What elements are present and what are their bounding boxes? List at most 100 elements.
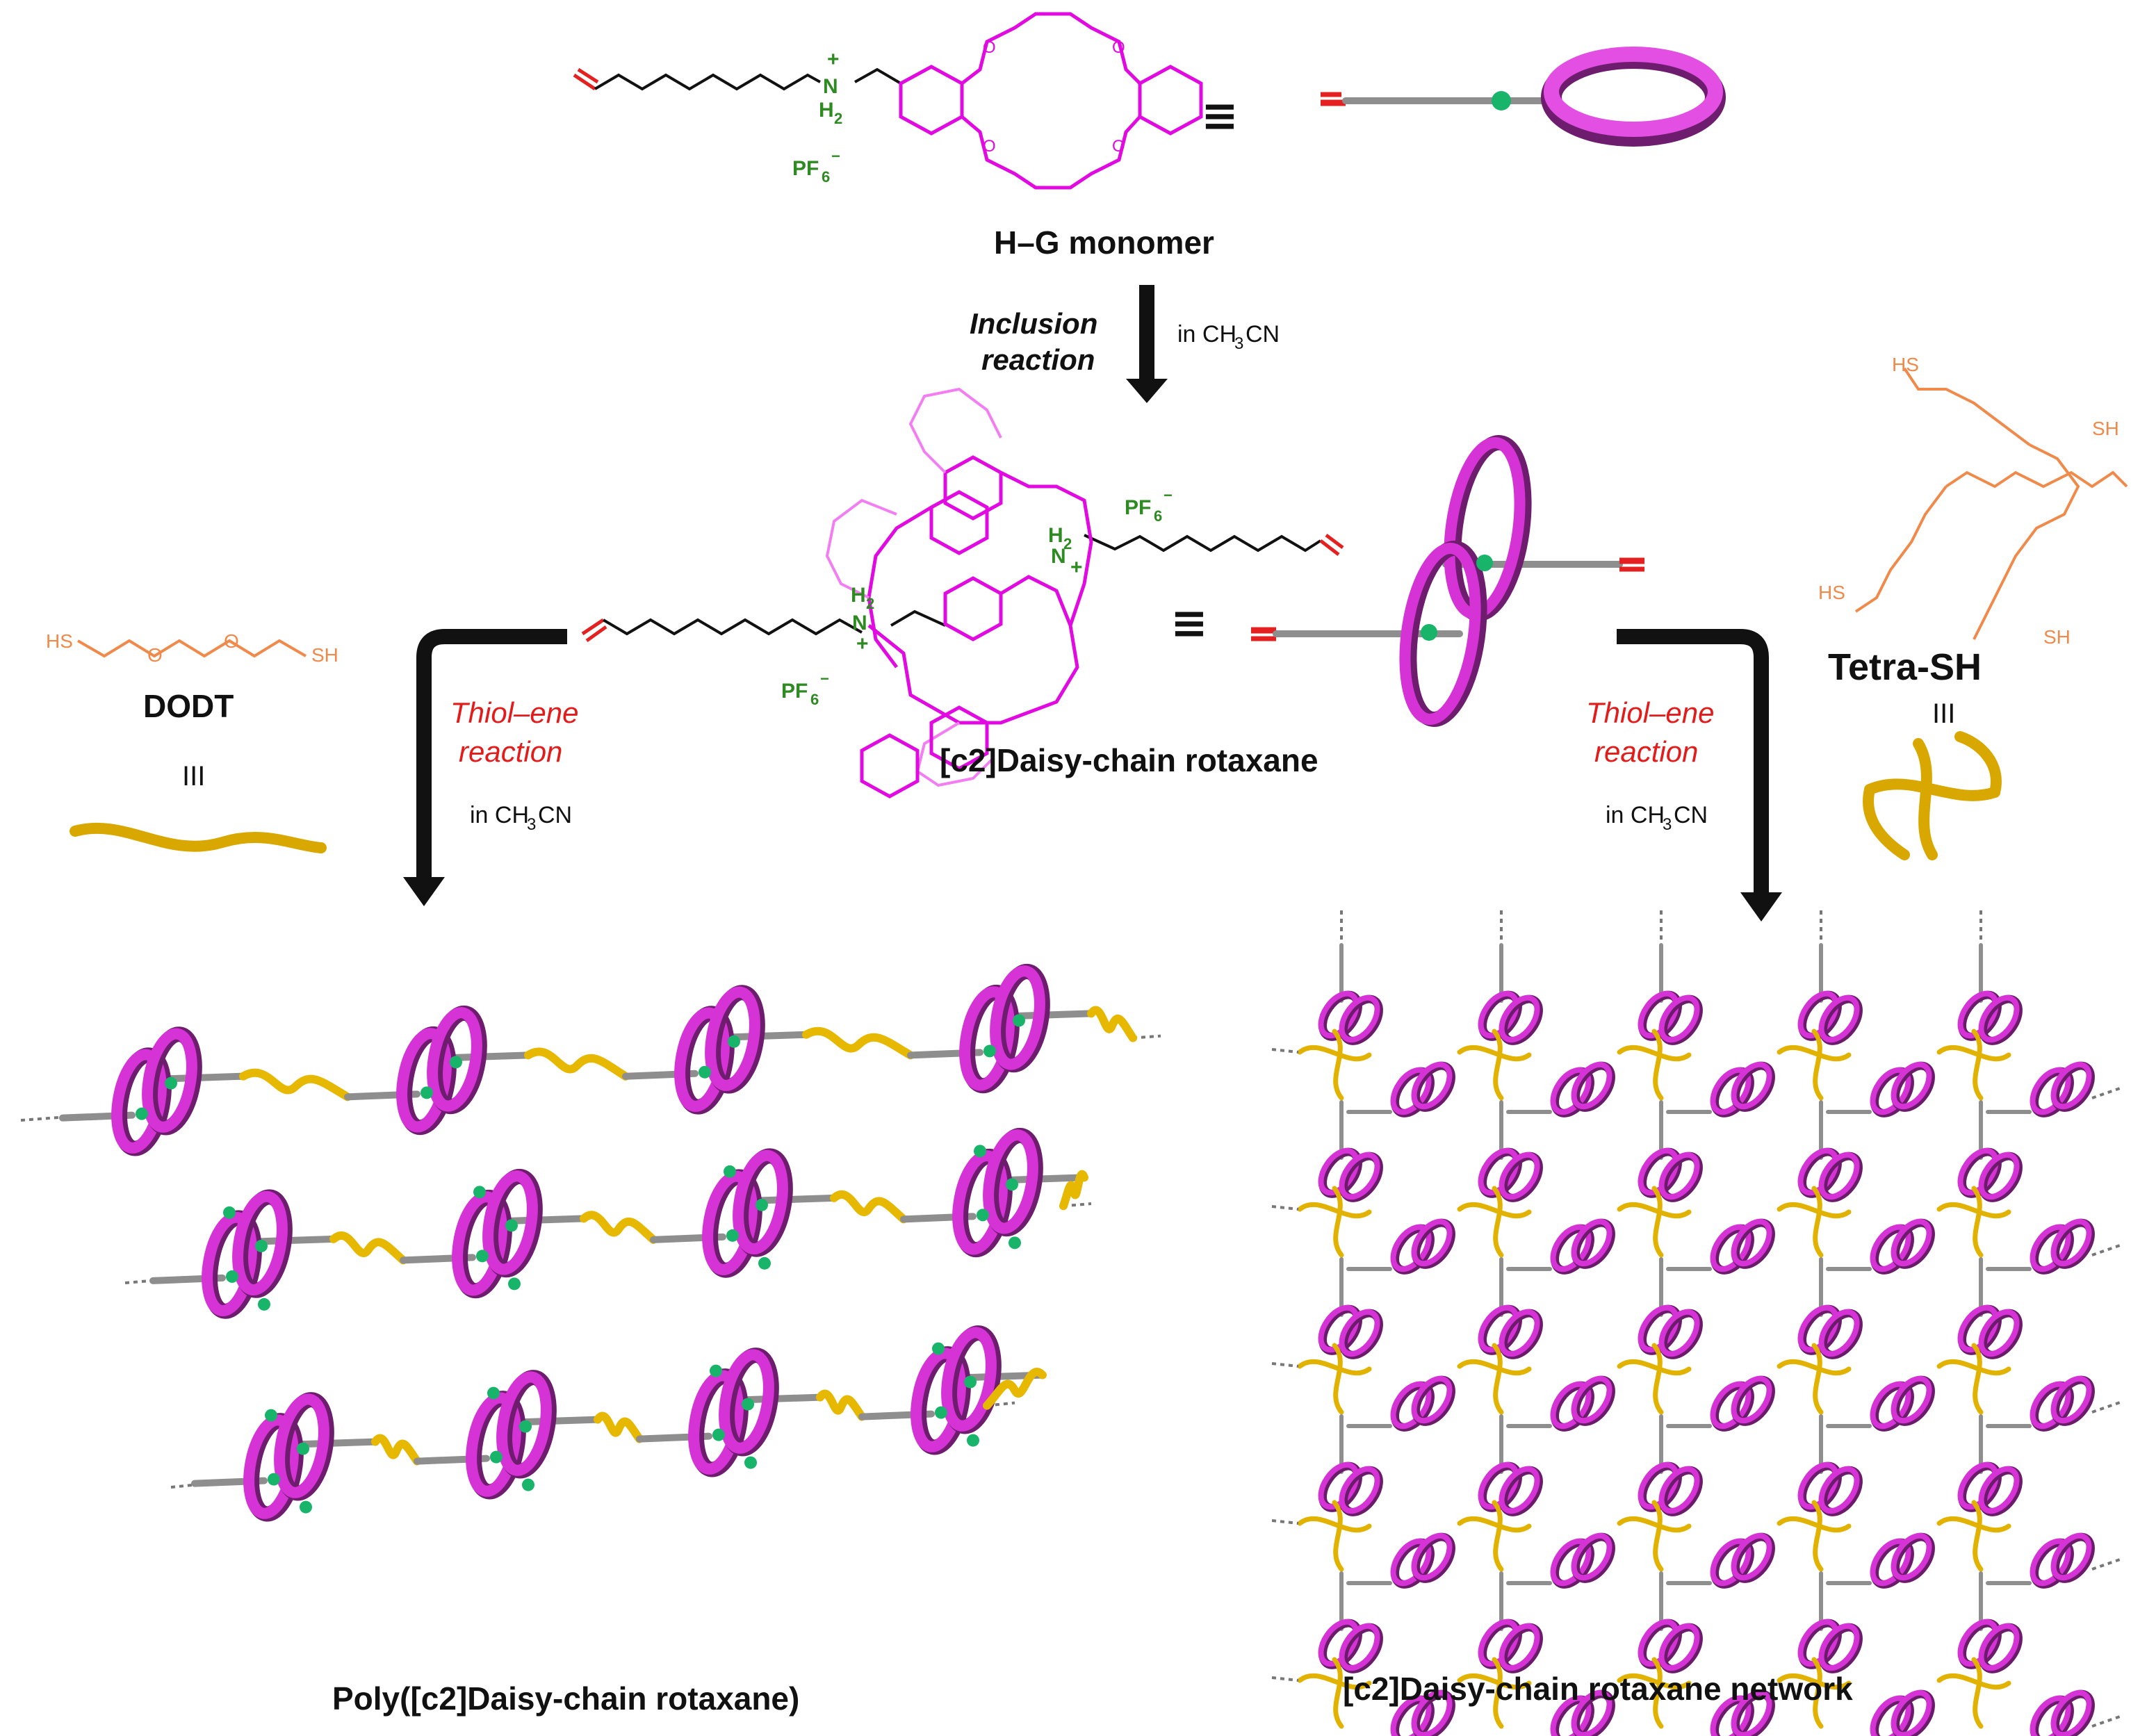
crown-ether bbox=[899, 12, 1203, 190]
tetra-cross-icon bbox=[1936, 1359, 2011, 1376]
daisy-cartoon bbox=[1251, 435, 1644, 727]
svg-text:6: 6 bbox=[1154, 507, 1162, 525]
tetra-cross-icon bbox=[1297, 1516, 1372, 1533]
ammonium-charge: + bbox=[827, 48, 840, 71]
tetra-cross-icon bbox=[1777, 1359, 1852, 1376]
svg-text:+: + bbox=[856, 632, 869, 655]
tetra-equivalence: III bbox=[1932, 698, 1955, 729]
linker-curve-icon bbox=[983, 1368, 1047, 1410]
tetra-cross-icon bbox=[1457, 1202, 1532, 1219]
linker-curve-icon bbox=[802, 1026, 915, 1060]
svg-text:H: H bbox=[1048, 524, 1063, 547]
svg-text:2: 2 bbox=[866, 595, 874, 612]
right-reaction-arrow bbox=[1617, 629, 1782, 922]
svg-text:in CH: in CH bbox=[1177, 321, 1236, 347]
tetra-cross-icon bbox=[1617, 1202, 1692, 1219]
svg-text:HS: HS bbox=[1818, 582, 1845, 603]
linker-curve-icon bbox=[70, 822, 327, 853]
linker-curve-icon bbox=[239, 1068, 352, 1102]
station-ball-icon bbox=[421, 1086, 433, 1099]
station-ball-icon bbox=[476, 1250, 489, 1263]
counterion-pf: PF bbox=[792, 157, 819, 180]
daisy-equivalence: ≡ bbox=[1170, 598, 1208, 649]
tetra-cross-icon bbox=[1457, 1359, 1532, 1376]
tetra-sh-structure: HS SH HS SH bbox=[1818, 354, 2128, 648]
svg-text:−: − bbox=[820, 670, 829, 687]
monomer-cartoon bbox=[1321, 47, 1726, 147]
svg-text:SH: SH bbox=[2043, 626, 2071, 648]
monomer-label: H–G monomer bbox=[994, 224, 1214, 261]
reaction-arrow-icon bbox=[1126, 285, 1168, 403]
tetra-cross-icon bbox=[1457, 1045, 1532, 1062]
tetra-cross-icon bbox=[1617, 1359, 1692, 1376]
tetra-cross-icon bbox=[1936, 1045, 2011, 1062]
linker-curve-icon bbox=[1087, 1006, 1137, 1042]
linker-curve-icon bbox=[830, 1190, 908, 1224]
svg-text:O: O bbox=[147, 644, 163, 666]
inclusion-condition: in CH 3 CN bbox=[1177, 321, 1280, 353]
right-thiol-ene-line1: Thiol–ene bbox=[1586, 696, 1714, 729]
rotaxane-network bbox=[1271, 910, 2121, 1736]
svg-text:CN: CN bbox=[1246, 321, 1280, 347]
tetra-cross-icon bbox=[1936, 1202, 2011, 1219]
svg-text:CN: CN bbox=[1674, 802, 1708, 828]
svg-text:−: − bbox=[1164, 486, 1173, 504]
tetra-cross-icon bbox=[1617, 1516, 1692, 1533]
network-label: [c2]Daisy-chain rotaxane network bbox=[1343, 1671, 1853, 1707]
svg-text:CN: CN bbox=[538, 802, 572, 828]
polymer-chains bbox=[20, 963, 1161, 1522]
tetra-cross-icon bbox=[1457, 1516, 1532, 1533]
svg-text:N: N bbox=[852, 612, 867, 634]
station-ball-icon bbox=[935, 1406, 947, 1419]
svg-text:2: 2 bbox=[1063, 535, 1072, 552]
svg-text:SH: SH bbox=[2092, 418, 2119, 439]
left-thiol-ene-line2: reaction bbox=[459, 735, 562, 768]
inclusion-reaction-line2: reaction bbox=[981, 343, 1095, 376]
dodt-structure: HS SH O O bbox=[46, 630, 338, 666]
linker-curve-icon bbox=[594, 1411, 644, 1443]
linker-curve-icon bbox=[816, 1389, 866, 1421]
tetra-cross-icon bbox=[1457, 1673, 1532, 1690]
svg-text:O: O bbox=[224, 630, 239, 652]
polymer-label: Poly([c2]Daisy-chain rotaxane) bbox=[332, 1680, 799, 1717]
svg-text:SH: SH bbox=[311, 644, 338, 666]
station-ball-icon bbox=[268, 1473, 280, 1486]
station-ball-icon bbox=[983, 1045, 996, 1058]
tetra-cross-icon bbox=[1936, 1673, 2011, 1690]
tetra-cross-icon bbox=[1777, 1516, 1852, 1533]
ammonium-n: N bbox=[823, 75, 838, 98]
tetra-cross-icon bbox=[1297, 1359, 1372, 1376]
svg-text:HS: HS bbox=[46, 630, 73, 652]
svg-text:O: O bbox=[983, 137, 996, 156]
svg-text:+: + bbox=[1070, 556, 1083, 579]
alkyl-chain bbox=[594, 73, 821, 91]
svg-text:6: 6 bbox=[810, 691, 819, 708]
left-condition: in CH 3 CN bbox=[470, 802, 572, 834]
linker-curve-icon bbox=[524, 1047, 630, 1081]
station-ball-icon bbox=[712, 1428, 725, 1441]
svg-text:HS: HS bbox=[1892, 354, 1919, 375]
svg-text:O: O bbox=[1112, 38, 1125, 57]
tetra-cross-icon bbox=[1617, 1045, 1692, 1062]
station-ball-icon bbox=[726, 1229, 739, 1242]
svg-text:H: H bbox=[851, 584, 866, 607]
svg-text:O: O bbox=[983, 38, 996, 57]
daisy-label: [c2]Daisy-chain rotaxane bbox=[940, 742, 1318, 778]
station-ball-icon bbox=[136, 1107, 148, 1120]
right-thiol-ene-line2: reaction bbox=[1594, 735, 1698, 768]
svg-text:in CH: in CH bbox=[470, 802, 529, 828]
dodt-label: DODT bbox=[143, 688, 234, 724]
tetra-cross-icon bbox=[1297, 1045, 1372, 1062]
svg-text:3: 3 bbox=[527, 815, 536, 834]
station-ball-icon bbox=[226, 1270, 238, 1283]
tetra-cross-icon bbox=[1297, 1673, 1372, 1690]
station-ball-icon bbox=[490, 1450, 503, 1464]
tetra-cross-icon bbox=[1777, 1202, 1852, 1219]
hg-monomer-structure: N + H 2 O O O O PF 6 − bbox=[573, 12, 1203, 190]
svg-text:3: 3 bbox=[1234, 334, 1243, 353]
station-ball-icon bbox=[1492, 91, 1511, 110]
station-ball-icon bbox=[977, 1209, 989, 1222]
tetra-cross-icon bbox=[1777, 1673, 1852, 1690]
linker-curve-icon bbox=[580, 1211, 658, 1244]
